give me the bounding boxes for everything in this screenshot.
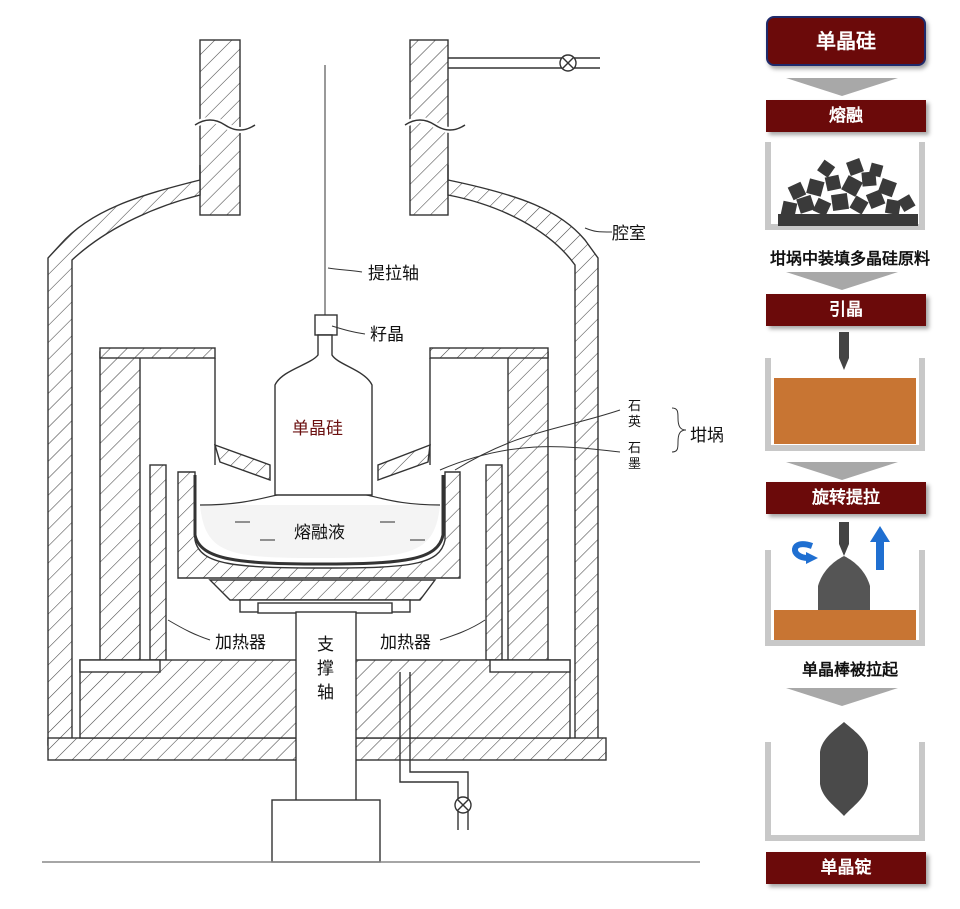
quartz-char-1: 石 — [628, 399, 641, 414]
flow-arrow — [786, 272, 898, 290]
step-melting-caption: 坩埚中装填多晶硅原料 — [769, 249, 930, 268]
top-neck — [193, 39, 467, 216]
czochralski-furnace-diagram: 腔室 提拉轴 籽晶 单晶硅 石 英 石 墨 坩埚 熔融液 加热器 加热器 支 撑… — [42, 39, 724, 863]
heaters — [149, 464, 503, 661]
pull-shaft-label: 提拉轴 — [368, 264, 419, 284]
exhaust-pipe — [399, 672, 472, 830]
seeding-illustration — [765, 332, 925, 451]
crucible-label: 坩埚 — [690, 426, 724, 446]
flow-title: 单晶硅 — [766, 16, 926, 66]
quartz-label: 石 英 — [628, 399, 645, 430]
crucible-support — [208, 579, 437, 614]
melt-label: 熔融液 — [294, 523, 345, 543]
support-char-3: 轴 — [317, 683, 334, 703]
flow-arrow — [786, 462, 898, 480]
graphite-char-2: 墨 — [628, 457, 641, 472]
crystal-label: 单晶硅 — [292, 419, 343, 439]
flow-arrow — [786, 78, 898, 96]
chamber-shell — [47, 165, 607, 761]
support-char-1: 支 — [317, 635, 334, 655]
chamber-label: 腔室 — [612, 224, 646, 244]
leader-lines — [167, 227, 687, 641]
support-shaft-label: 支 撑 轴 — [317, 635, 339, 703]
flow-arrow — [786, 688, 898, 706]
heat-reflector — [213, 443, 431, 481]
seed-label: 籽晶 — [370, 325, 404, 345]
heater-right-label: 加热器 — [380, 633, 431, 653]
graphite-label: 石 墨 — [628, 441, 645, 472]
ingot-illustration — [765, 722, 925, 841]
pull-up-arrow-icon — [876, 540, 884, 570]
gas-inlet-pipe — [448, 54, 600, 72]
step-seeding: 引晶 — [766, 294, 926, 326]
melting-illustration — [765, 142, 925, 230]
crucible — [177, 471, 461, 579]
step-melting: 熔融 — [766, 100, 926, 132]
support-char-2: 撑 — [317, 659, 334, 679]
process-flow: 单晶硅 熔融 坩埚中装填多晶硅原料 引晶 — [760, 0, 940, 909]
quartz-char-2: 英 — [628, 415, 641, 430]
step-rotate-pull-caption: 单晶棒被拉起 — [801, 660, 898, 679]
graphite-char-1: 石 — [628, 441, 641, 456]
thermal-shield — [99, 347, 549, 671]
heater-left-label: 加热器 — [215, 633, 266, 653]
crystal-assembly — [274, 65, 373, 496]
rotate-arrow-icon — [792, 541, 814, 561]
step-ingot: 单晶锭 — [766, 852, 926, 884]
furnace-base — [79, 611, 571, 863]
rotate-pull-illustration — [765, 522, 925, 646]
step-rotate-pull: 旋转提拉 — [766, 482, 926, 514]
